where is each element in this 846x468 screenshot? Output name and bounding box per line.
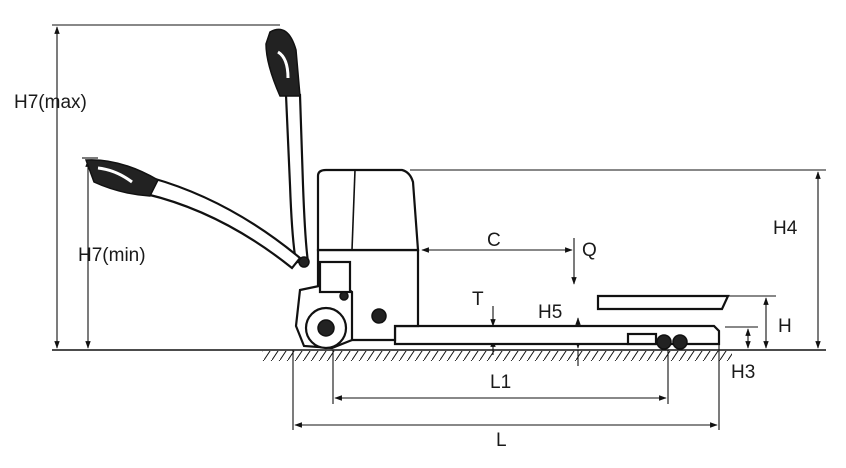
pallet-truck — [84, 28, 730, 350]
label-h4: H4 — [773, 218, 798, 239]
label-h: H — [778, 316, 792, 337]
tiller-head-upright — [265, 28, 301, 97]
label-h5: H5 — [538, 302, 562, 323]
label-l1: L1 — [490, 372, 511, 393]
dimension-l — [292, 330, 720, 430]
battery-cover — [316, 168, 420, 252]
load-rollers — [626, 332, 688, 350]
label-h7-min: H7(min) — [78, 245, 146, 266]
dimension-h3 — [725, 326, 758, 349]
dimension-h7-min — [82, 157, 98, 349]
label-q: Q — [582, 240, 597, 261]
dimension-h — [725, 295, 776, 349]
tiller-head-lowered — [84, 159, 159, 197]
tiller-upright — [284, 93, 310, 264]
label-h7-max: H7(max) — [14, 92, 87, 113]
label-c: C — [487, 230, 501, 251]
ground — [52, 349, 826, 361]
tiller-lowered — [144, 176, 302, 270]
dimension-h7-max — [52, 24, 280, 349]
dimension-l1 — [332, 350, 669, 404]
key-switch — [371, 308, 387, 324]
label-t: T — [472, 289, 484, 310]
fork-raised — [596, 294, 730, 311]
label-h3: H3 — [731, 362, 755, 383]
dimension-h4 — [410, 169, 826, 349]
label-l: L — [496, 430, 507, 451]
